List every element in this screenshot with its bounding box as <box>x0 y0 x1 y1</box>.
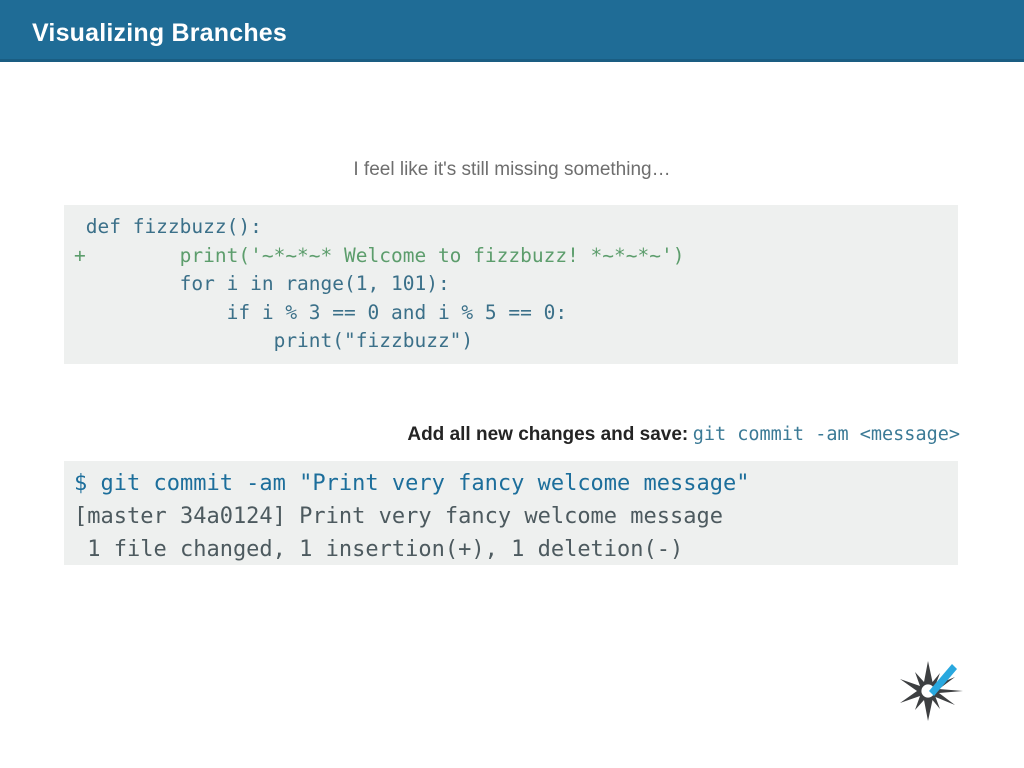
page-title: Visualizing Branches <box>32 19 288 47</box>
caption-missing-something: I feel like it's still missing something… <box>353 159 671 180</box>
code-line: print("fizzbuzz") <box>74 329 474 353</box>
code-diff-block: def fizzbuzz(): + print('~*~*~* Welcome … <box>64 205 958 364</box>
instruction-command: git commit -am <message> <box>692 424 960 445</box>
terminal-output-block: $ git commit -am "Print very fancy welco… <box>64 461 958 565</box>
terminal-command-line: $ git commit -am "Print very fancy welco… <box>74 471 750 496</box>
starburst-logo <box>895 655 967 727</box>
code-line: def fizzbuzz(): <box>74 215 262 238</box>
instruction-label: Add all new changes and save: <box>407 424 689 445</box>
terminal-output-line: 1 file changed, 1 insertion(+), 1 deleti… <box>74 537 684 562</box>
terminal-output-line: [master 34a0124] Print very fancy welcom… <box>74 504 724 529</box>
slide-header: Visualizing Branches <box>0 0 1024 62</box>
ray-icon <box>929 664 957 696</box>
code-line-added: + print('~*~*~* Welcome to fizzbuzz! *~*… <box>74 243 685 267</box>
code-line: if i % 3 == 0 and i % 5 == 0: <box>74 300 568 324</box>
code-line: for i in range(1, 101): <box>74 272 450 296</box>
instruction-line: Add all new changes and save: git commit… <box>0 425 960 445</box>
